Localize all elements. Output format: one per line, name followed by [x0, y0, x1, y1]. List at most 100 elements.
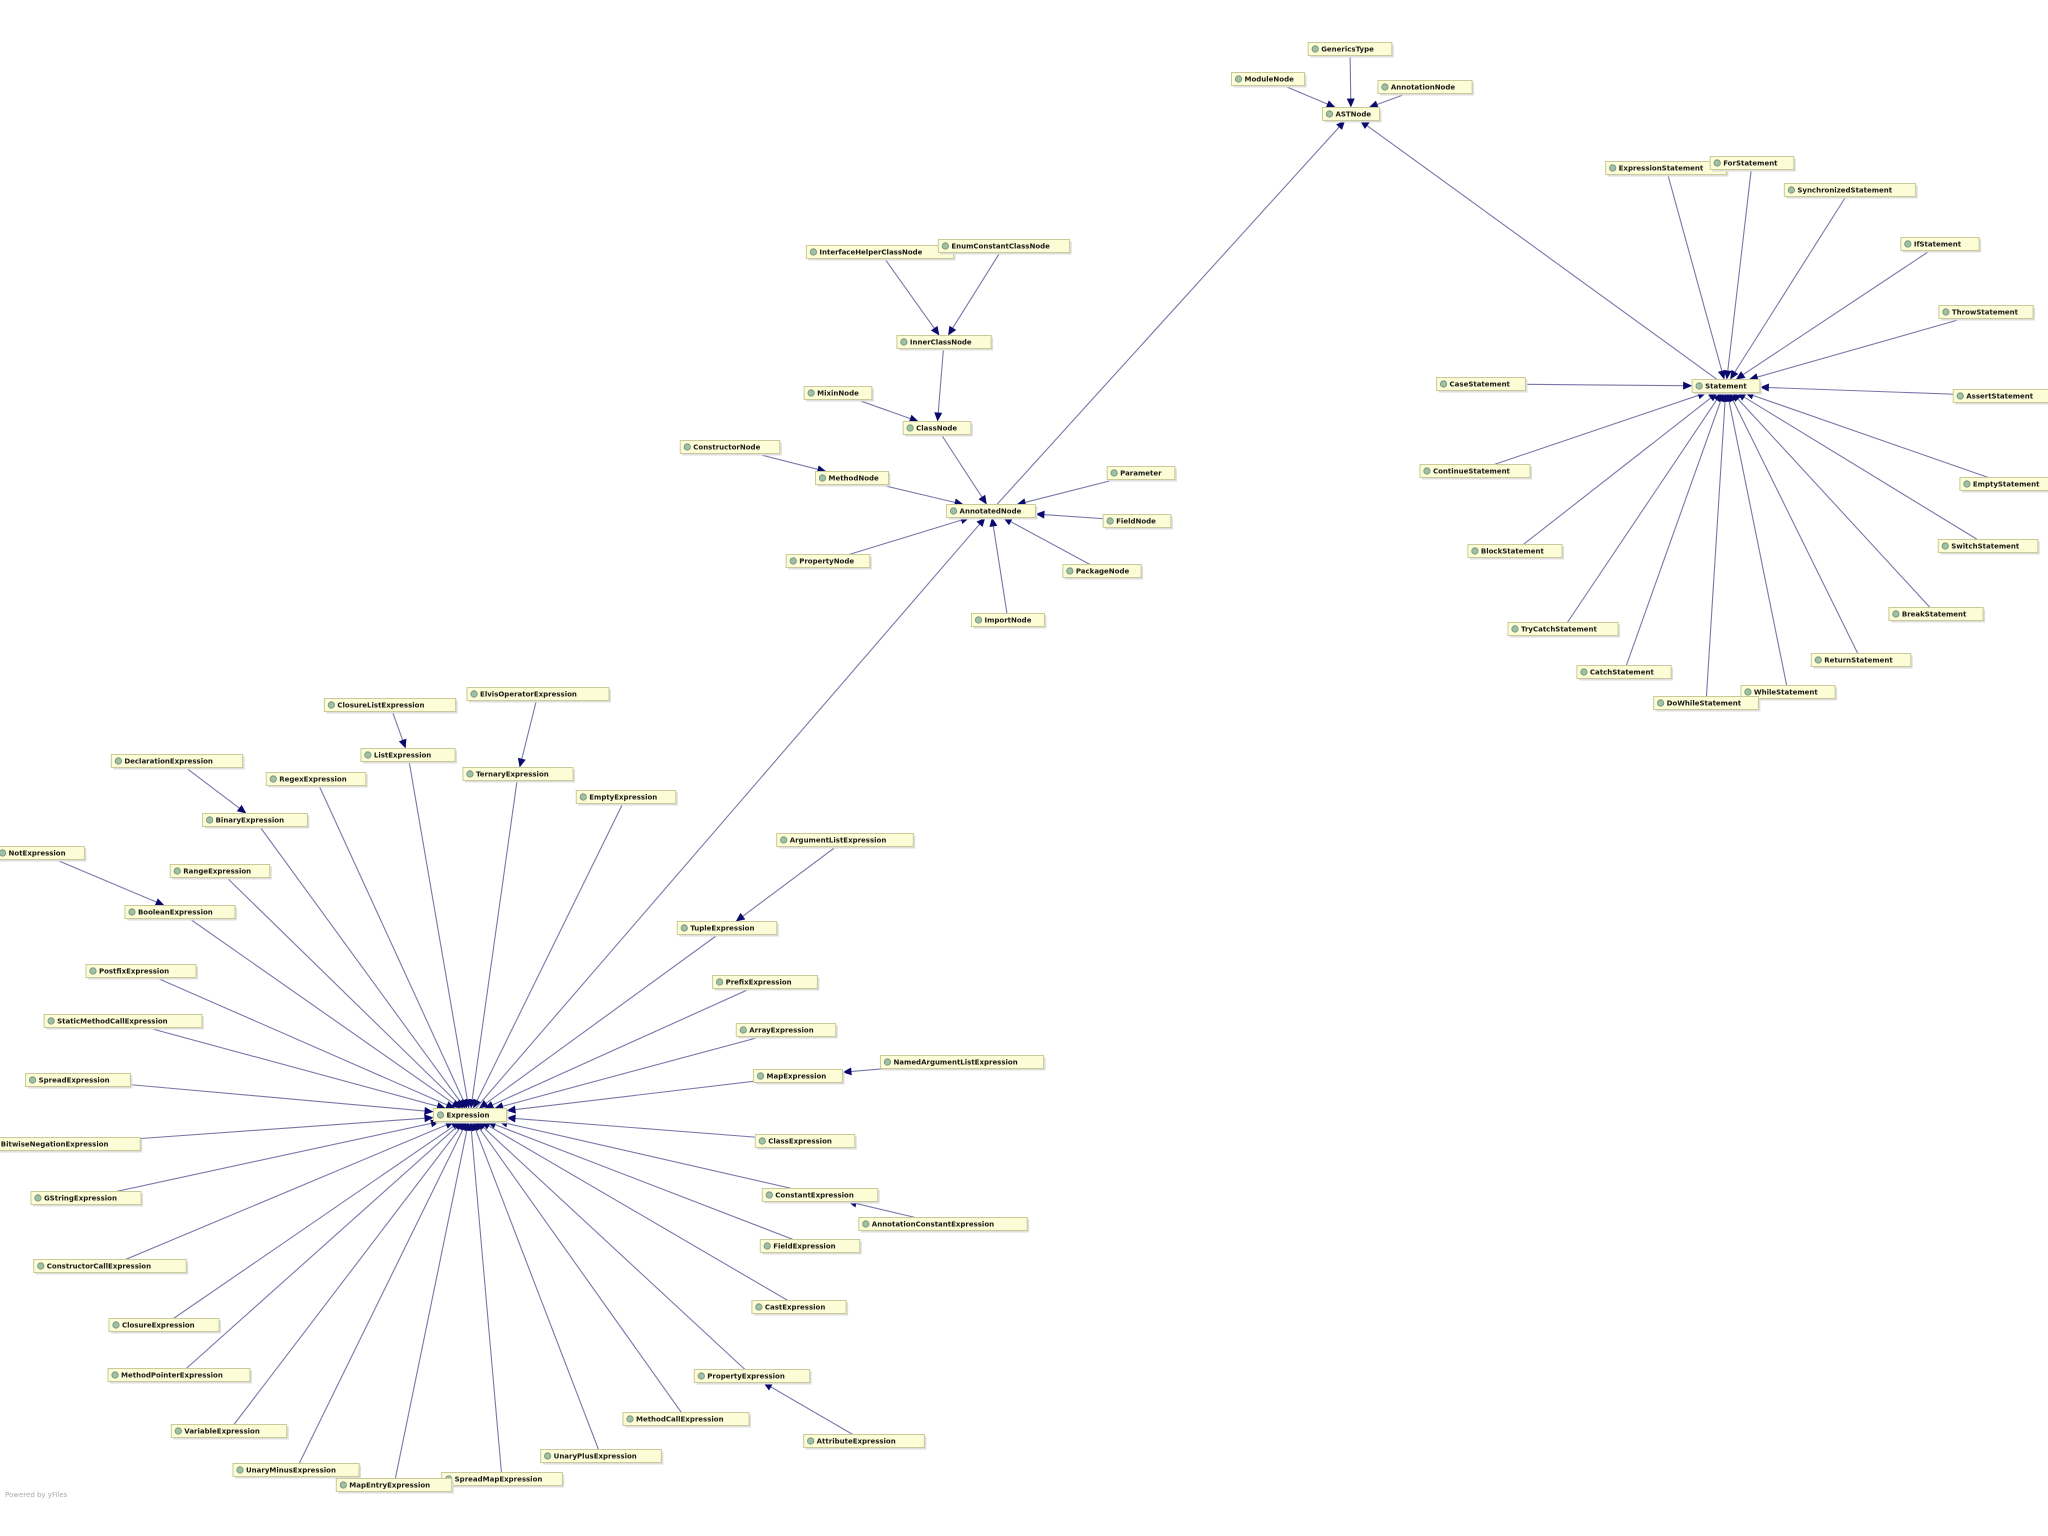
node-static-method-call-expression[interactable]: StaticMethodCallExpression	[43, 1014, 204, 1030]
class-icon	[1941, 542, 1949, 550]
arrowhead	[445, 1101, 456, 1109]
edge-spread-map-expression-to-expression	[470, 1129, 503, 1480]
node-box	[1507, 622, 1619, 636]
node-box	[323, 698, 457, 712]
node-property-node[interactable]: PropertyNode	[785, 554, 872, 570]
node-regex-expression[interactable]: RegexExpression	[265, 772, 368, 788]
arrowhead	[930, 325, 940, 336]
node-box	[1377, 80, 1473, 94]
edge-static-method-call-expression-to-expression	[122, 1020, 439, 1107]
node-enum-constant-class-node[interactable]: EnumConstantClassNode	[937, 239, 1072, 255]
node-method-node[interactable]: MethodNode	[815, 471, 891, 487]
edge-package-node-to-annotated-node	[1009, 520, 1103, 572]
class-icon	[236, 1466, 244, 1474]
node-variable-expression[interactable]: VariableExpression	[170, 1424, 289, 1440]
node-assert-statement[interactable]: AssertStatement	[1952, 389, 2048, 405]
node-constructor-call-expression[interactable]: ConstructorCallExpression	[33, 1259, 189, 1275]
node-cast-expression[interactable]: CastExpression	[751, 1300, 849, 1316]
node-empty-statement[interactable]: EmptyStatement	[1959, 477, 2048, 493]
node-argument-list-expression[interactable]: ArgumentListExpression	[776, 833, 916, 849]
node-interface-helper-class-node[interactable]: InterfaceHelperClassNode	[805, 245, 956, 261]
node-parameter[interactable]: Parameter	[1106, 466, 1177, 482]
node-mixin-node[interactable]: MixinNode	[803, 386, 874, 402]
node-not-expression[interactable]: NotExpression	[0, 846, 87, 862]
node-range-expression[interactable]: RangeExpression	[169, 864, 272, 880]
node-constructor-node[interactable]: ConstructorNode	[679, 440, 782, 456]
node-expression-statement[interactable]: ExpressionStatement	[1605, 161, 1729, 177]
node-annotated-node[interactable]: AnnotatedNode	[946, 504, 1038, 520]
node-method-call-expression[interactable]: MethodCallExpression	[622, 1412, 751, 1428]
class-icon	[756, 1072, 765, 1080]
node-annotation-node[interactable]: AnnotationNode	[1377, 80, 1475, 96]
node-synchronized-statement[interactable]: SynchronizedStatement	[1783, 183, 1918, 199]
node-expression[interactable]: Expression	[433, 1108, 509, 1124]
node-postfix-expression[interactable]: PostfixExpression	[85, 964, 199, 980]
node-g-string-expression[interactable]: GStringExpression	[30, 1191, 144, 1207]
node-declaration-expression[interactable]: DeclarationExpression	[110, 754, 245, 770]
node-case-statement[interactable]: CaseStatement	[1436, 377, 1528, 393]
node-catch-statement[interactable]: CatchStatement	[1576, 665, 1674, 681]
node-statement[interactable]: Statement	[1691, 379, 1762, 395]
node-switch-statement[interactable]: SwitchStatement	[1937, 539, 2040, 555]
node-unary-plus-expression[interactable]: UnaryPlusExpression	[540, 1449, 664, 1465]
node-for-statement[interactable]: ForStatement	[1709, 156, 1796, 172]
node-label: AnnotationNode	[1391, 84, 1455, 92]
node-box	[0, 846, 85, 860]
node-elvis-operator-expression[interactable]: ElvisOperatorExpression	[466, 687, 611, 703]
node-do-while-statement[interactable]: DoWhileStatement	[1653, 696, 1761, 712]
node-field-node[interactable]: FieldNode	[1102, 514, 1173, 530]
edge-prefix-expression-to-expression	[491, 981, 766, 1106]
node-label: StaticMethodCallExpression	[57, 1018, 168, 1026]
node-spread-expression[interactable]: SpreadExpression	[25, 1073, 133, 1089]
node-attribute-expression[interactable]: AttributeExpression	[803, 1434, 927, 1450]
node-closure-expression[interactable]: ClosureExpression	[108, 1318, 222, 1334]
node-ast-node[interactable]: ASTNode	[1321, 107, 1382, 123]
node-package-node[interactable]: PackageNode	[1062, 564, 1144, 580]
node-label: NotExpression	[9, 850, 66, 858]
node-binary-expression[interactable]: BinaryExpression	[202, 813, 310, 829]
node-while-statement[interactable]: WhileStatement	[1740, 685, 1838, 701]
node-empty-expression[interactable]: EmptyExpression	[575, 790, 678, 806]
node-continue-statement[interactable]: ContinueStatement	[1419, 464, 1533, 480]
node-box	[30, 1191, 142, 1205]
node-label: PostfixExpression	[99, 968, 169, 976]
edge-synchronized-statement-to-statement	[1733, 189, 1851, 374]
node-map-expression[interactable]: MapExpression	[753, 1069, 845, 1085]
node-label: RangeExpression	[183, 868, 251, 876]
node-tuple-expression[interactable]: TupleExpression	[676, 921, 779, 937]
node-break-statement[interactable]: BreakStatement	[1888, 607, 1986, 623]
node-label: RegexExpression	[279, 776, 346, 784]
node-return-statement[interactable]: ReturnStatement	[1810, 653, 1913, 669]
node-named-argument-list-expression[interactable]: NamedArgumentListExpression	[879, 1055, 1046, 1071]
node-class-expression[interactable]: ClassExpression	[754, 1134, 857, 1150]
node-unary-minus-expression[interactable]: UnaryMinusExpression	[232, 1463, 361, 1479]
node-inner-class-node[interactable]: InnerClassNode	[896, 335, 994, 351]
node-annotation-constant-expression[interactable]: AnnotationConstantExpression	[858, 1217, 1030, 1233]
node-property-expression[interactable]: PropertyExpression	[693, 1369, 812, 1385]
node-throw-statement[interactable]: ThrowStatement	[1938, 305, 2036, 321]
node-generics-type[interactable]: GenericsType	[1307, 42, 1394, 58]
node-module-node[interactable]: ModuleNode	[1231, 72, 1307, 88]
node-spread-map-expression[interactable]: SpreadMapExpression	[441, 1472, 565, 1488]
class-icon	[436, 1111, 445, 1119]
node-array-expression[interactable]: ArrayExpression	[735, 1023, 838, 1039]
node-try-catch-statement[interactable]: TryCatchStatement	[1507, 622, 1621, 638]
class-icon	[37, 1262, 45, 1270]
node-class-node[interactable]: ClassNode	[902, 421, 973, 437]
node-list-expression[interactable]: ListExpression	[360, 748, 458, 764]
node-map-entry-expression[interactable]: MapEntryExpression	[335, 1478, 454, 1494]
edge-tuple-expression-to-expression	[485, 927, 728, 1105]
node-closure-list-expression[interactable]: ClosureListExpression	[323, 698, 458, 714]
node-bitwise-negation-expression[interactable]: BitwiseNegationExpression	[0, 1137, 143, 1153]
node-method-pointer-expression[interactable]: MethodPointerExpression	[107, 1368, 252, 1384]
node-box	[170, 1424, 288, 1438]
node-ternary-expression[interactable]: TernaryExpression	[462, 767, 576, 783]
node-constant-expression[interactable]: ConstantExpression	[761, 1188, 880, 1204]
node-import-node[interactable]: ImportNode	[971, 613, 1047, 629]
node-prefix-expression[interactable]: PrefixExpression	[712, 975, 820, 991]
node-boolean-expression[interactable]: BooleanExpression	[124, 905, 238, 921]
node-field-expression[interactable]: FieldExpression	[759, 1239, 862, 1255]
node-if-statement[interactable]: IfStatement	[1900, 237, 1982, 253]
class-icon	[112, 1321, 120, 1329]
node-block-statement[interactable]: BlockStatement	[1467, 544, 1565, 560]
